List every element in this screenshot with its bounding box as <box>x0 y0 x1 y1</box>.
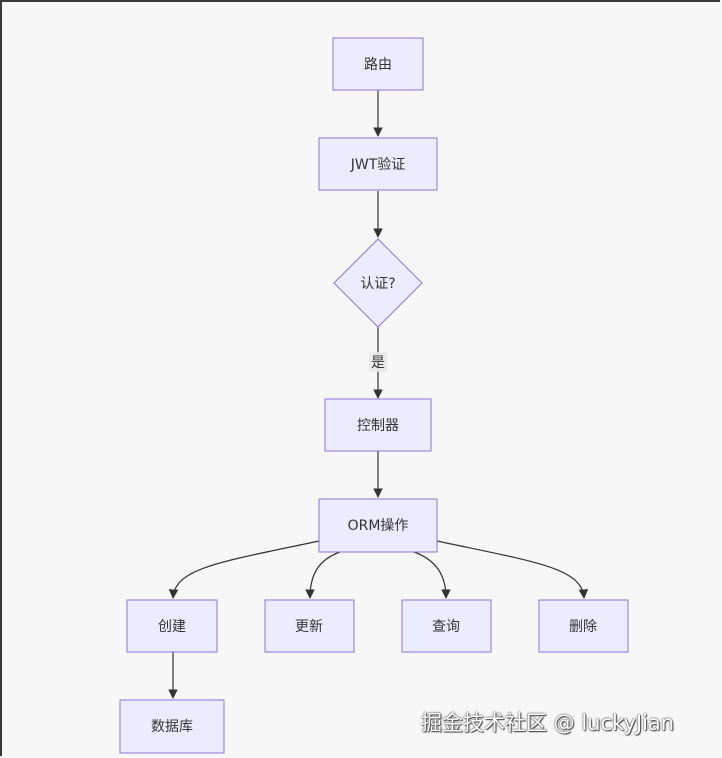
node-database[interactable]: 数据库 <box>119 699 225 754</box>
node-route[interactable]: 路由 <box>332 37 424 91</box>
node-database-label: 数据库 <box>151 719 193 735</box>
node-delete[interactable]: 删除 <box>538 599 629 653</box>
node-controller[interactable]: 控制器 <box>324 398 432 452</box>
node-controller-label: 控制器 <box>357 418 399 434</box>
nodes: 路由 JWT验证 认证? 控制器 ORM操作 创建 更新 查询 <box>119 37 629 754</box>
node-auth-label: 认证? <box>360 276 395 292</box>
node-orm-label: ORM操作 <box>348 518 409 534</box>
node-route-label: 路由 <box>364 57 392 73</box>
edge-orm-query <box>413 551 451 599</box>
node-delete-label: 删除 <box>569 619 597 635</box>
edge-label-yes-text: 是 <box>371 355 385 371</box>
edge-orm-update <box>305 551 341 599</box>
watermark: 掘金技术社区 @ luckyJian <box>421 711 675 735</box>
node-jwt[interactable]: JWT验证 <box>318 137 438 191</box>
edge-label-yes: 是 <box>369 352 387 372</box>
node-jwt-label: JWT验证 <box>350 157 406 173</box>
node-orm[interactable]: ORM操作 <box>318 498 438 553</box>
node-update[interactable]: 更新 <box>264 599 355 653</box>
edge-orm-create <box>168 540 320 599</box>
node-auth-decision[interactable]: 认证? <box>333 238 423 328</box>
node-query[interactable]: 查询 <box>401 599 492 653</box>
node-update-label: 更新 <box>295 619 323 635</box>
node-create-label: 创建 <box>158 619 186 635</box>
node-query-label: 查询 <box>432 619 460 635</box>
edge-orm-delete <box>436 540 589 599</box>
node-create[interactable]: 创建 <box>126 599 218 653</box>
